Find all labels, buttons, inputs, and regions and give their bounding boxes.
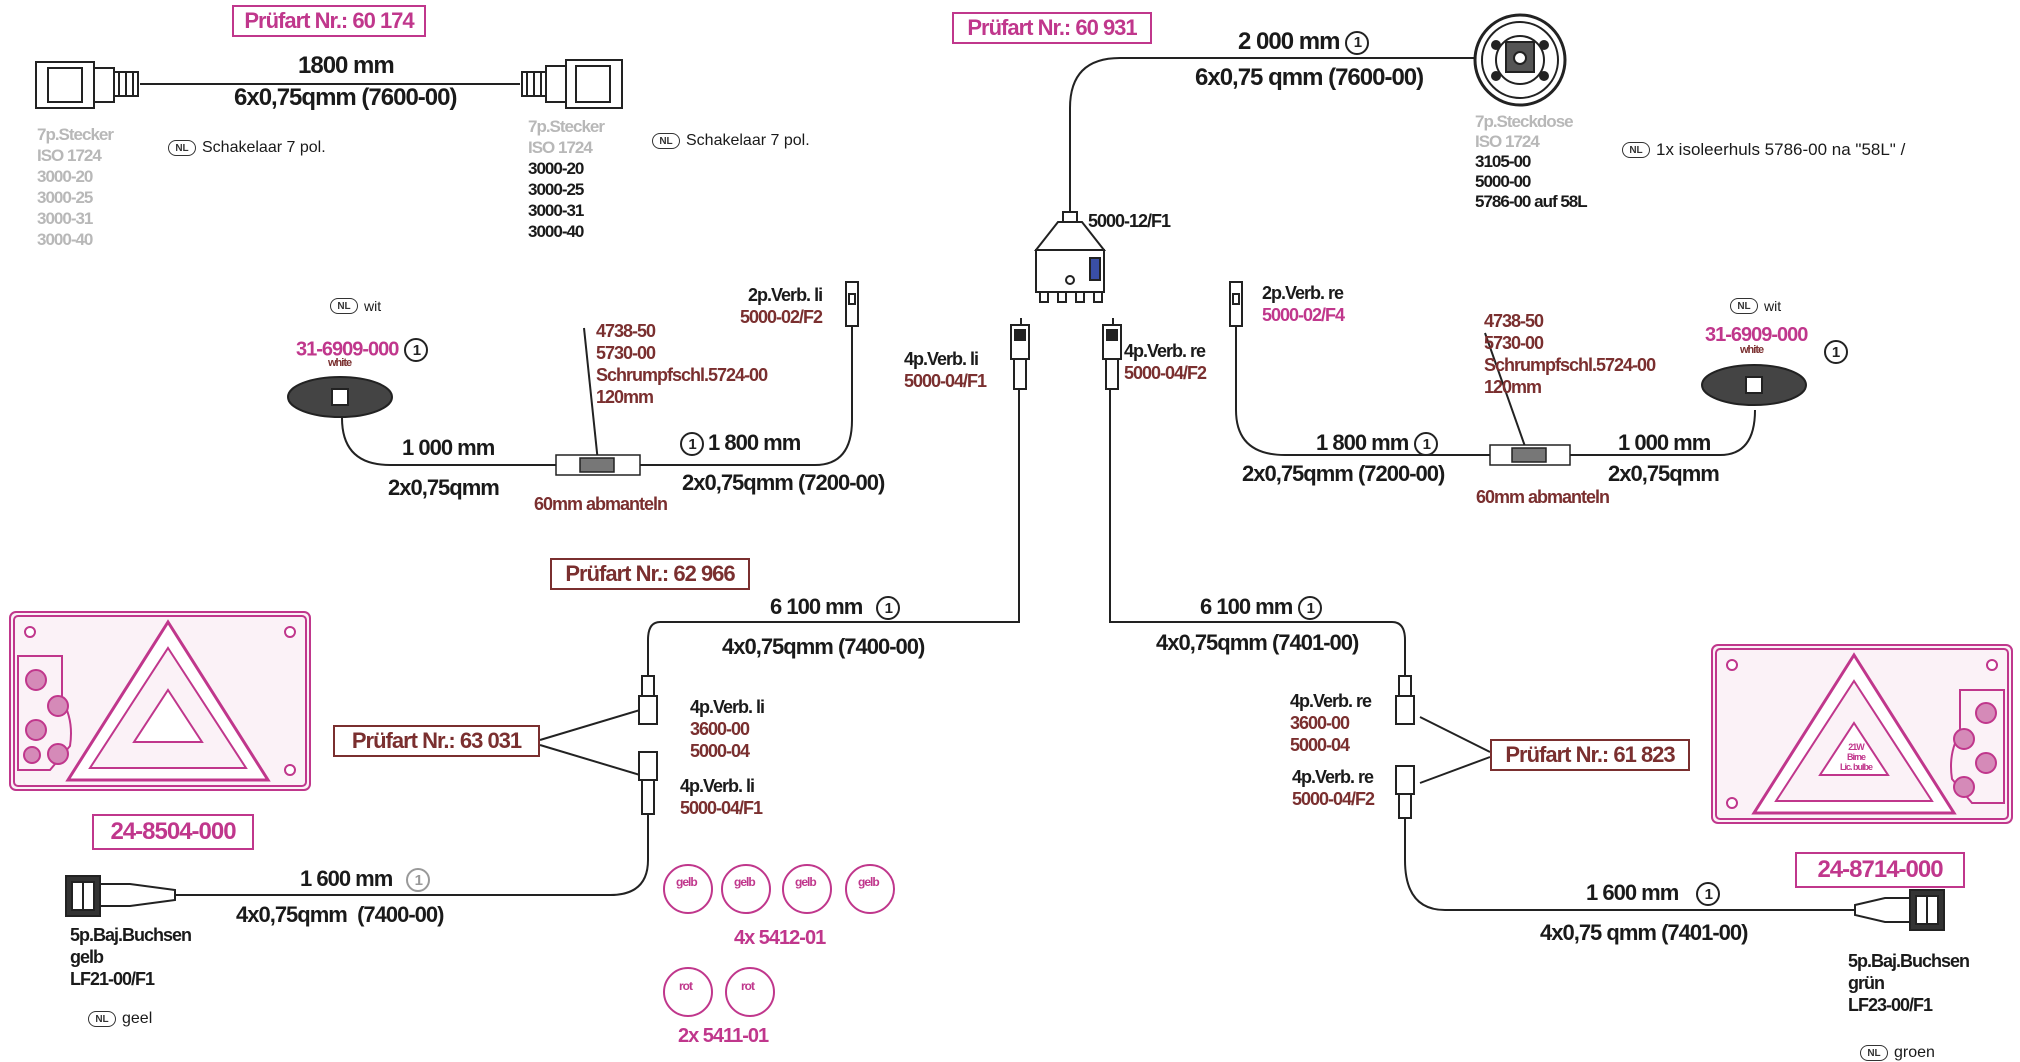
left-marker-spec-b: 2x0,75qmm (7200-00) [682,470,885,495]
yellow-cap-label-2: gelb [734,875,756,889]
right-marker-color: white [1740,344,1764,356]
left-tail-spec: 4x0,75qmm (7400-00) [236,902,444,927]
socket-7p-icon [1473,13,1567,107]
left-marker-len-a: 1 000 mm [402,435,495,460]
rear-lamp-left-icon [9,611,311,791]
red-caps-icon [663,967,775,1017]
yellow-cap-label-4: gelb [858,875,880,889]
right-marker-spec-a: 2x0,75qmm [1608,461,1720,486]
bayonet-socket-left-icon [65,875,176,917]
plug-7p-right-icon [521,59,623,109]
cable-60174-length: 1800 mm [298,52,395,79]
plug-7p-left-icon [35,61,139,109]
connector-2p-li-icon [845,281,859,327]
yellow-caps-count: 4x 5412-01 [734,927,826,949]
right-marker-spec-b: 2x0,75qmm (7200-00) [1242,461,1445,486]
yellow-caps-icon [663,864,895,914]
cable-60174-spec: 6x0,75qmm (7600-00) [234,84,457,111]
right-marker-part: 31-6909-000 [1705,324,1808,346]
red-caps-count: 2x 5411-01 [678,1025,769,1047]
connector-4p-li-icon [1010,324,1030,390]
distributor-label: 5000-12/F1 [1088,211,1171,231]
left-marker-spec-a: 2x0,75qmm [388,475,500,500]
left-marker-color: white [328,357,352,369]
right-marker-circle: 1 [1824,340,1848,364]
yellow-cap-label-1: gelb [676,875,698,889]
bayonet-socket-right-icon [1854,889,1945,931]
connector-4p-re-icon [1102,324,1122,390]
right-marker-len-a: 1 000 mm [1618,430,1711,455]
yellow-cap-label-3: gelb [795,875,817,889]
pruefart-62966: Prüfart Nr.: 62 966 [550,558,750,590]
connector-4p-re-a-icon [1395,675,1415,725]
rear-lamp-right-icon [1711,644,2013,824]
connector-4p-re-b-icon [1395,765,1415,819]
left-main-spec: 4x0,75qmm (7400-00) [722,634,925,659]
part-number-left-lamp: 24-8504-000 [92,814,254,850]
pruefart-61823: Prüfart Nr.: 61 823 [1490,739,1690,771]
left-strip-label: 60mm abmanteln [534,494,668,514]
red-cap-label-1: rot [679,979,693,993]
right-main-spec: 4x0,75qmm (7401-00) [1156,630,1359,655]
distributor-icon [1033,211,1107,303]
marker-lamp-left-icon [287,376,393,418]
connector-4p-li-a-icon [638,675,658,725]
connector-2p-re-icon [1229,281,1243,327]
marker-lamp-right-icon [1701,364,1807,406]
right-strip-label: 60mm abmanteln [1476,487,1610,507]
pruefart-60174: Prüfart Nr.: 60 174 [232,5,426,37]
connector-4p-li-b-icon [638,751,658,815]
right-tail-spec: 4x0,75 qmm (7401-00) [1540,920,1748,945]
splice-left-icon [555,454,641,476]
pruefart-60931: Prüfart Nr.: 60 931 [952,12,1152,44]
red-cap-label-2: rot [741,979,755,993]
main-cable-spec: 6x0,75 qmm (7600-00) [1195,64,1424,91]
pruefart-63031: Prüfart Nr.: 63 031 [333,725,540,757]
splice-right-icon [1489,444,1571,466]
part-number-right-lamp: 24-8714-000 [1795,852,1965,888]
